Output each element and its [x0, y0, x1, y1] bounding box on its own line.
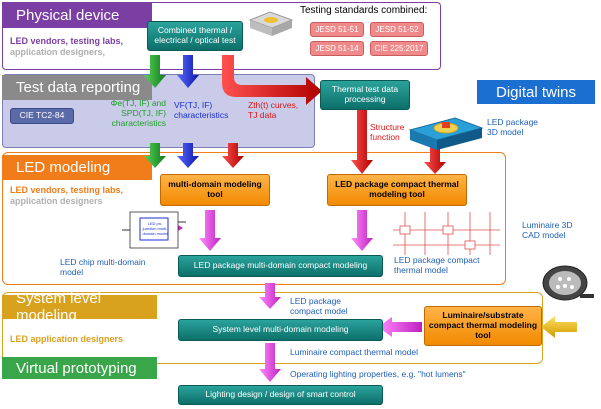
led-package-3d-model-graphic — [408, 117, 484, 150]
arrow-magenta-5 — [259, 343, 281, 382]
standard-jesd-51-52: JESD 51-52 — [370, 22, 424, 37]
arrow-magenta-2 — [351, 210, 373, 251]
arrow-magenta-4 — [378, 317, 422, 337]
compact-thermal-tool-box: LED package compact thermal modeling too… — [327, 174, 467, 206]
arrow-blue-1 — [177, 55, 199, 88]
physical-device-panel — [2, 2, 441, 70]
system-users: LED application designers — [10, 334, 124, 344]
arrow-green-2 — [144, 143, 166, 168]
test-data-reporting-header: Test data reporting — [2, 75, 152, 100]
arrow-green-1 — [144, 55, 166, 88]
standard-jesd-51-51: JESD 51-51 — [310, 22, 364, 37]
standards-title: Testing standards combined: — [300, 5, 428, 16]
physical-users: LED vendors, testing labs, application d… — [10, 36, 124, 57]
system-level-header: System level modeling — [2, 290, 157, 324]
structure-function-label: Structure function — [370, 122, 405, 143]
vf-characteristics: VF(TJ, IF)characteristics — [174, 100, 229, 121]
arrow-gold — [541, 316, 577, 338]
system-level-box: System level multi-domain modeling — [178, 319, 383, 341]
zth-curves: Zth(t) curves,TJ data — [248, 100, 299, 121]
physical-device-header: Physical device — [2, 2, 152, 28]
led-chip-inset — [122, 211, 186, 249]
lighting-design-box: Lighting design / design of smart contro… — [178, 385, 383, 405]
led-modeling-header: LED modeling — [2, 155, 152, 180]
arrow-red-4 — [424, 140, 446, 174]
luminaire-spotlight — [542, 265, 594, 301]
arrow-red-3 — [351, 110, 373, 174]
virtual-prototyping-header: Virtual prototyping — [2, 357, 157, 379]
luminaire-compact-label: Luminaire compact thermal model — [290, 347, 419, 357]
arrow-red-curve — [222, 55, 322, 105]
standard-cie-225: CIE 225:2017 — [370, 41, 428, 56]
arrow-magenta-1 — [199, 210, 221, 251]
thermal-processing-box: Thermal test data processing — [320, 80, 410, 110]
compact-thermal-network — [393, 212, 500, 255]
led-chip-photo — [248, 11, 294, 36]
arrow-blue-2 — [177, 143, 199, 168]
led-modeling-users: LED vendors, testing labs, application d… — [10, 185, 124, 206]
led-modeling-panel — [2, 152, 506, 285]
luminaire-tool-box: Luminaire/substrate compact thermal mode… — [424, 306, 542, 346]
operating-properties-label: Operating lighting properties, e.g. "hot… — [290, 369, 466, 379]
combined-test-box: Combined thermal / electrical / optical … — [147, 21, 243, 51]
multi-domain-tool-box: multi-domain modeling tool — [160, 174, 270, 206]
arrow-red-2 — [222, 143, 244, 168]
digital-twins-header: Digital twins — [477, 80, 595, 104]
cie-tc2-84-badge: CIE TC2-84 — [10, 108, 74, 124]
chip-inner-label: LED pn-junction multi-domain model — [142, 221, 168, 236]
standard-jesd-51-14: JESD 51-14 — [310, 41, 364, 56]
led-package-compact-box: LED package multi-domain compact modelin… — [178, 255, 383, 277]
arrow-magenta-3 — [259, 283, 281, 309]
